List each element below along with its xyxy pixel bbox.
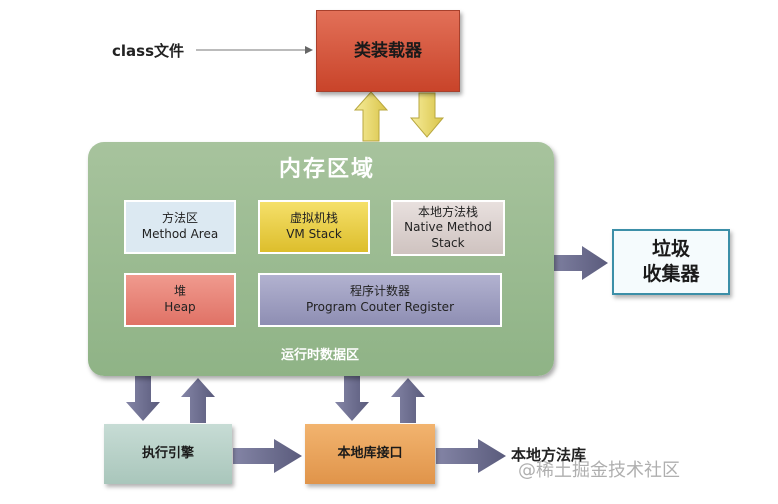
method-area-box: 方法区 Method Area [124, 200, 236, 254]
class-loader-box: 类装载器 [316, 10, 460, 92]
native-interface-box: 本地库接口 [305, 424, 435, 484]
execution-engine-label: 执行引擎 [141, 445, 194, 461]
memory-area-title: 内存区域 [278, 157, 375, 182]
class-loader-label: 类装载器 [354, 40, 422, 61]
native-interface-to-library-arrow [436, 439, 506, 473]
vm-stack-box: 虚拟机栈 VM Stack [258, 200, 370, 254]
class-file-label: class文件 [112, 42, 185, 60]
program-counter-box: 程序计数器 Program Couter Register [258, 273, 502, 327]
heap-box: 堆 Heap [124, 273, 236, 327]
memory-area-container [88, 142, 554, 376]
method-area-en: Method Area [141, 227, 219, 241]
engine-to-native-interface-arrow [233, 439, 302, 473]
runtime-data-area-label: 运行时数据区 [280, 348, 359, 363]
memory-to-engine-arrow [126, 376, 160, 421]
native-interface-label: 本地库接口 [337, 445, 403, 461]
garbage-collector-box: 垃圾 收集器 [612, 229, 730, 295]
program-counter-en: Program Couter Register [305, 300, 454, 314]
loader-to-memory-arrow [409, 92, 445, 138]
vm-stack-en: VM Stack [286, 227, 342, 241]
native-method-stack-box: 本地方法栈 Native Method Stack [391, 200, 505, 256]
memory-to-loader-arrow [353, 91, 389, 142]
native-method-stack-en-2: Stack [431, 235, 465, 250]
native-interface-to-memory-arrow [391, 378, 425, 423]
garbage-collector-line2: 收集器 [642, 263, 700, 285]
method-area-cn: 方法区 [161, 211, 198, 226]
memory-to-gc-arrow [544, 246, 608, 280]
heap-cn: 堆 [173, 284, 186, 299]
vm-stack-cn: 虚拟机栈 [289, 211, 338, 226]
engine-to-memory-arrow [181, 378, 215, 423]
native-method-stack-en-1: Native Method [404, 220, 492, 235]
heap-en: Heap [164, 300, 196, 314]
memory-to-native-interface-arrow [335, 376, 369, 421]
watermark: @稀土掘金技术社区 [518, 460, 680, 481]
native-method-stack-cn: 本地方法栈 [417, 204, 478, 219]
native-library-label: 本地方法库 [511, 446, 587, 464]
execution-engine-box: 执行引擎 [104, 424, 232, 484]
garbage-collector-line1: 垃圾 [651, 238, 690, 261]
program-counter-cn: 程序计数器 [349, 284, 410, 299]
